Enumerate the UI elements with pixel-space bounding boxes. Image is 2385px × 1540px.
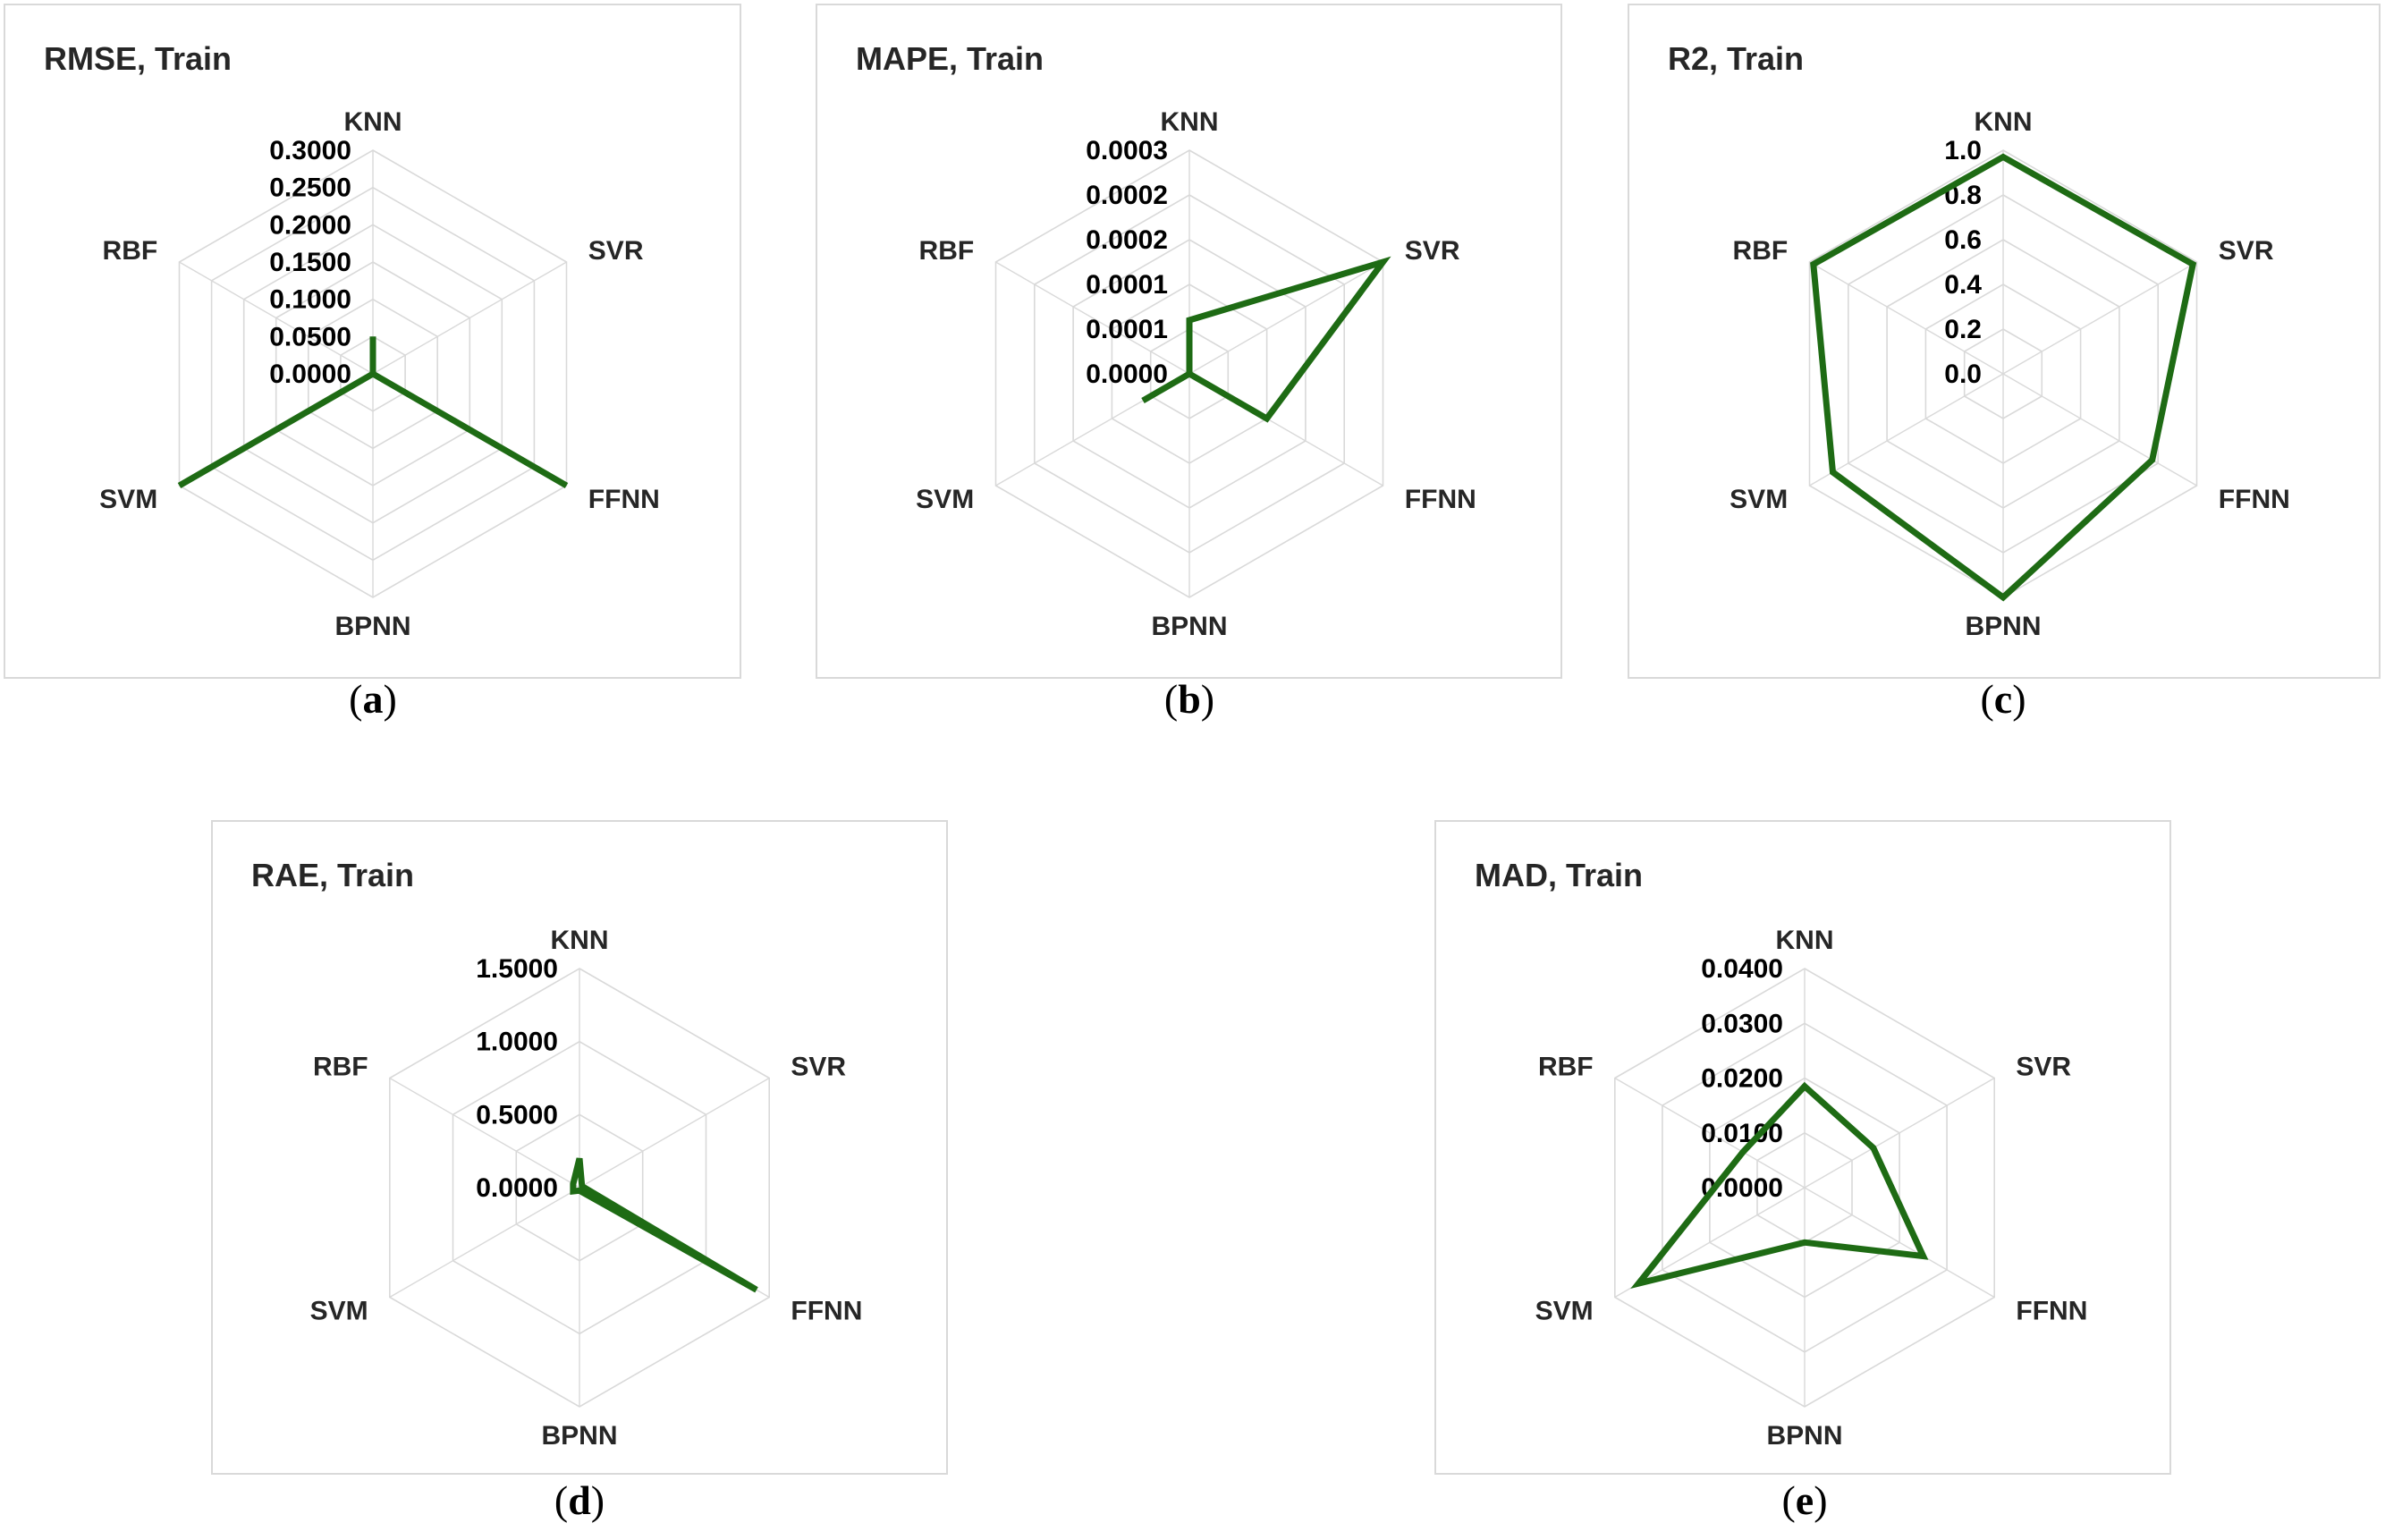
tick-label: 0.0000 [269,360,351,389]
axis-label-knn: KNN [1776,926,1834,955]
tick-label: 0.0300 [1701,1009,1783,1038]
panel-caption-letter: e [1796,1477,1814,1523]
grid-spoke [2002,261,2197,375]
grid-spoke [1614,1077,1806,1189]
chart-title: MAD, Train [1475,857,1643,893]
tick-label: 0.0200 [1701,1064,1783,1094]
axis-label-ffnn: FFNN [1405,485,1476,514]
axis-label-ffnn: FFNN [588,485,660,514]
panel-caption-letter: c [1994,676,2012,722]
panel-caption: (d) [554,1477,605,1523]
tick-label: 1.0000 [476,1028,558,1057]
panel-caption: (b) [1164,676,1214,722]
axis-label-rbf: RBF [313,1053,368,1082]
grid-spoke [1188,261,1383,375]
chart-frame [1434,820,2171,1475]
axis-label-svr: SVR [791,1053,846,1082]
axis-label-bpnn: BPNN [334,612,410,641]
tick-label: 0.2 [1944,315,1982,344]
radar-panel-e: MAD, TrainKNNSVRFFNNBPNNSVMRBF0.00000.01… [1434,820,2171,1523]
grid-spoke [1809,261,2004,375]
tick-label: 1.0 [1944,136,1982,165]
chart-title: RMSE, Train [44,40,232,77]
tick-label: 0.5000 [476,1100,558,1130]
axis-label-knn: KNN [344,107,402,137]
tick-label: 0.0002 [1086,181,1168,210]
tick-label: 0.2000 [269,210,351,240]
axis-label-knn: KNN [1161,107,1219,137]
panel-caption: (c) [1980,676,2026,722]
chart-title: RAE, Train [251,857,414,893]
grid-spoke [389,1077,580,1189]
panel-caption: (a) [349,676,397,722]
axis-label-svr: SVR [588,236,644,266]
axis-label-svm: SVM [1535,1297,1594,1326]
chart-title: MAPE, Train [856,40,1044,77]
tick-label: 0.0 [1944,360,1982,389]
axis-label-bpnn: BPNN [1151,612,1227,641]
axis-label-ffnn: FFNN [791,1297,862,1326]
tick-label: 0.4 [1944,270,1982,300]
tick-label: 0.0000 [1086,360,1168,389]
axis-label-svm: SVM [310,1297,368,1326]
axis-label-ffnn: FFNN [2016,1297,2087,1326]
tick-label: 1.5000 [476,954,558,984]
axis-label-svm: SVM [99,485,157,514]
axis-label-knn: KNN [551,926,609,955]
axis-label-svm: SVM [1730,485,1788,514]
grid-spoke [1809,373,2004,487]
tick-label: 0.3000 [269,136,351,165]
axis-label-svr: SVR [2016,1053,2071,1082]
tick-label: 0.0002 [1086,225,1168,255]
grid-spoke [1804,1187,1995,1299]
chart-title: R2, Train [1668,40,1804,77]
tick-label: 0.2500 [269,173,351,203]
grid-spoke [1804,1077,1995,1189]
tick-label: 0.1500 [269,248,351,277]
axis-label-bpnn: BPNN [541,1421,617,1451]
tick-label: 0.0001 [1086,270,1168,300]
panel-caption: (e) [1781,1477,1827,1523]
panel-caption-letter: b [1178,676,1201,722]
axis-label-svm: SVM [916,485,974,514]
chart-frame [1628,4,2381,679]
tick-label: 0.6 [1944,225,1982,255]
axis-label-rbf: RBF [1733,236,1789,266]
grid-spoke [372,261,567,375]
tick-label: 0.1000 [269,285,351,315]
axis-label-svr: SVR [1405,236,1460,266]
axis-label-rbf: RBF [919,236,975,266]
tick-label: 0.0500 [269,322,351,351]
axis-label-ffnn: FFNN [2219,485,2290,514]
tick-label: 0.0001 [1086,315,1168,344]
tick-label: 0.0400 [1701,954,1783,984]
axis-label-rbf: RBF [103,236,158,266]
axis-label-rbf: RBF [1538,1053,1594,1082]
axis-label-bpnn: BPNN [1766,1421,1842,1451]
axis-label-svr: SVR [2219,236,2274,266]
tick-label: 0.0003 [1086,136,1168,165]
grid-spoke [995,261,1190,375]
tick-label: 0.0000 [476,1173,558,1203]
grid-spoke [179,261,374,375]
panel-caption-letter: d [568,1477,591,1523]
axis-label-knn: KNN [1975,107,2033,137]
grid-spoke [389,1187,580,1299]
grid-spoke [579,1077,770,1189]
panel-caption-letter: a [363,676,384,722]
grid-spoke [2002,373,2197,487]
axis-label-bpnn: BPNN [1965,612,2041,641]
